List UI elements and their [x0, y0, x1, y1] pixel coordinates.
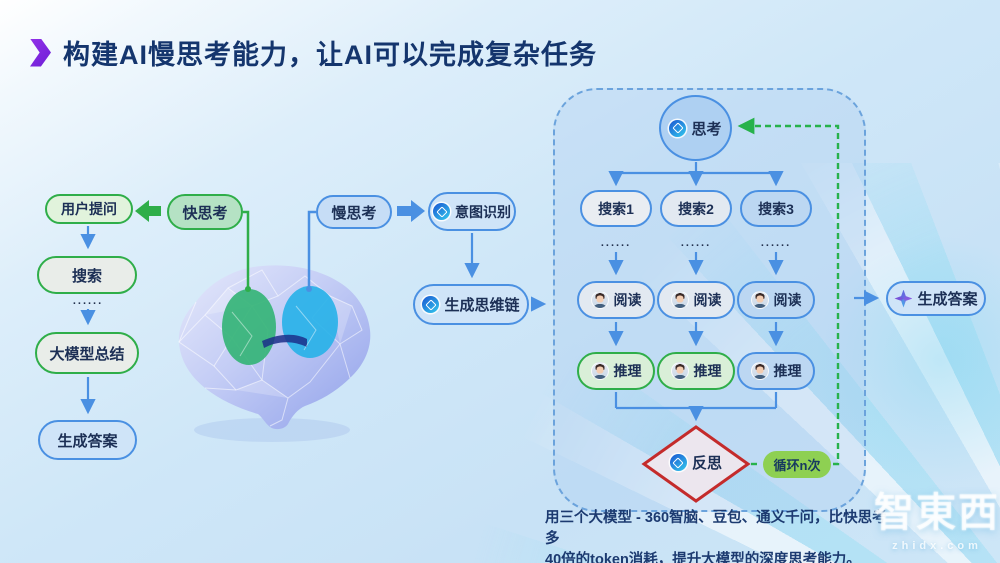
node-search: 搜索 [37, 256, 137, 294]
node-answer-right: 生成答案 [886, 281, 986, 316]
person-avatar-icon [590, 291, 609, 309]
node-think: 思考 [659, 95, 732, 161]
node-read-1: 阅读 [577, 281, 655, 319]
node-read-3: 阅读 [737, 281, 815, 319]
person-avatar-icon [750, 291, 769, 309]
node-reflect: 反思 [651, 452, 741, 473]
model-360-icon [433, 203, 450, 220]
person-avatar-icon [670, 362, 689, 380]
model-360-icon [669, 119, 687, 137]
footnote-line-1: 用三个大模型 - 360智脑、豆包、通义千问，比快思考多 [545, 510, 887, 547]
node-reason-3: 推理 [737, 352, 815, 390]
node-fast-think: 快思考 [167, 194, 243, 230]
loop-n-times-badge: 循环n次 [763, 451, 831, 478]
node-model-summary: 大模型总结 [35, 332, 139, 374]
node-cot: 生成思维链 [413, 284, 529, 325]
node-search-3: 搜索3 [740, 190, 812, 227]
ellipsis-branch-1: ...... [600, 237, 632, 249]
node-answer-left: 生成答案 [38, 420, 137, 460]
model-360-icon [422, 296, 440, 313]
ellipsis-left: ...... [72, 295, 104, 307]
node-user-question: 用户提问 [45, 194, 133, 224]
page-title: 构建AI慢思考能力，让AI可以完成复杂任务 [63, 40, 597, 70]
nano-ai-icon [894, 289, 913, 308]
node-slow-think: 慢思考 [316, 195, 392, 229]
person-avatar-icon [750, 362, 769, 380]
chevron-icon [30, 38, 51, 67]
person-avatar-icon [670, 291, 689, 309]
node-read-2: 阅读 [657, 281, 735, 319]
ellipsis-branch-2: ...... [680, 237, 712, 249]
node-search-1: 搜索1 [580, 190, 652, 227]
footnote-line-2: 40倍的token消耗，提升大模型的深度思考能力。 [545, 552, 861, 563]
title-row: 构建AI慢思考能力，让AI可以完成复杂任务 [30, 33, 597, 72]
person-avatar-icon [590, 362, 609, 380]
model-360-icon [669, 454, 687, 471]
node-intent: 意图识别 [428, 192, 516, 231]
ellipsis-branch-3: ...... [760, 237, 792, 249]
footnote: 用三个大模型 - 360智脑、豆包、通义千问，比快思考多 40倍的token消耗… [545, 508, 895, 563]
node-reason-1: 推理 [577, 352, 655, 390]
node-reason-2: 推理 [657, 352, 735, 390]
node-search-2: 搜索2 [660, 190, 732, 227]
